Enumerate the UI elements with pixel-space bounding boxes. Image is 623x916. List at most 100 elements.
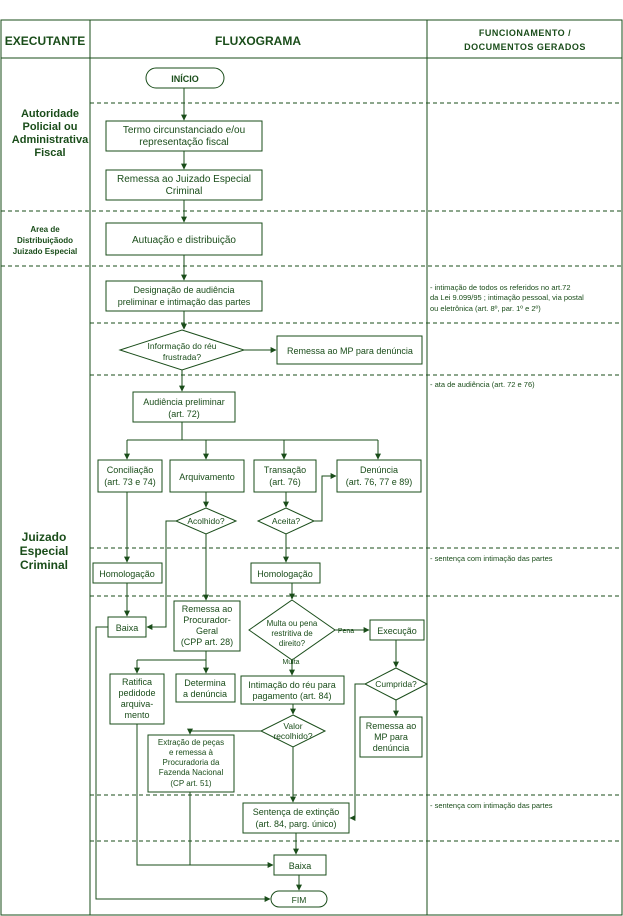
sentenca-label-2: (art. 84, parg. único) bbox=[255, 819, 336, 829]
remessa-procurador-label-4: (CPP art. 28) bbox=[181, 637, 233, 647]
ratifica-label-2: pedidode bbox=[118, 688, 155, 698]
remessa-procurador-node bbox=[173, 600, 241, 652]
note-sentenca-2: - sentença com intimação das partes bbox=[430, 801, 553, 810]
transacao-label-1: Transação bbox=[264, 465, 306, 475]
inicio-label: INÍCIO bbox=[171, 74, 199, 84]
homologacao-2-label: Homologação bbox=[257, 569, 313, 579]
remessa-procurador-label-2: Procurador- bbox=[183, 615, 231, 625]
remessa-procurador-label-3: Geral bbox=[196, 626, 218, 636]
note-intimacao-3: ou eletrônica (art. 8º, par. 1º e 2º) bbox=[430, 304, 541, 313]
actor-area-distribuicao: Area de Distribuiçãodo Juizado Especial bbox=[13, 225, 77, 256]
extracao-node bbox=[147, 734, 235, 793]
remessa-mp-2-label-1: Remessa ao bbox=[366, 721, 417, 731]
inicio-node bbox=[145, 67, 225, 89]
svg-text:Distribuiçãodo: Distribuiçãodo bbox=[17, 236, 73, 245]
multa-label-2: restritiva de bbox=[271, 629, 313, 638]
fim-node bbox=[270, 890, 328, 908]
connectors bbox=[95, 88, 399, 902]
extracao-label-1: Extração de peças bbox=[158, 738, 224, 747]
ratifica-node bbox=[109, 673, 165, 725]
extracao-label-4: Fazenda Nacional bbox=[159, 768, 224, 777]
execucao-node bbox=[369, 619, 425, 641]
conciliacao-node bbox=[97, 459, 163, 493]
svg-text:Especial: Especial bbox=[20, 544, 69, 558]
transacao-label-2: (art. 76) bbox=[269, 477, 301, 487]
remessa-mp-2-label-2: MP para bbox=[374, 732, 408, 742]
header-executante: EXECUTANTE bbox=[5, 34, 85, 48]
sentenca-node bbox=[242, 802, 350, 834]
ratifica-label-1: Ratifica bbox=[122, 677, 152, 687]
note-intimacao-2: da Lei 9.099/95 ; intimação pessoal, via… bbox=[430, 293, 584, 302]
remessa-mp-node bbox=[276, 335, 423, 365]
remessa-juizado-label-2: Criminal bbox=[166, 186, 203, 197]
baixa-2-node bbox=[273, 854, 327, 876]
pena-branch-label: Pena bbox=[338, 628, 354, 635]
multa-label-3: direito? bbox=[279, 639, 306, 648]
remessa-mp-2-node bbox=[359, 716, 423, 758]
termo-label-1: Termo circunstanciado e/ou bbox=[123, 125, 245, 136]
fim-label: FIM bbox=[292, 895, 307, 905]
intimacao-node bbox=[240, 675, 345, 705]
autuacao-node bbox=[105, 222, 263, 256]
denuncia-label-2: (art. 76, 77 e 89) bbox=[346, 477, 413, 487]
ratifica-label-3: arquiva- bbox=[121, 699, 154, 709]
arquivamento-node bbox=[169, 459, 245, 493]
intimacao-label-1: Intimação do réu para bbox=[248, 680, 336, 690]
actor-juizado: Juizado Especial Criminal bbox=[20, 530, 69, 572]
informacao-label-1: Informação do réu bbox=[148, 341, 217, 351]
remessa-procurador-label-1: Remessa ao bbox=[182, 604, 233, 614]
intimacao-label-2: pagamento (art. 84) bbox=[252, 691, 331, 701]
remessa-mp-label: Remessa ao MP para denúncia bbox=[287, 346, 413, 356]
svg-text:Fiscal: Fiscal bbox=[34, 147, 65, 159]
cumprida-label: Cumprida? bbox=[375, 679, 417, 689]
header-funcionamento-1: FUNCIONAMENTO / bbox=[479, 28, 571, 38]
termo-node bbox=[105, 120, 263, 152]
multa-branch-label: Multa bbox=[282, 659, 299, 666]
determina-node bbox=[175, 673, 236, 703]
acolhido-label: Acolhido? bbox=[187, 516, 225, 526]
svg-text:Juizado Especial: Juizado Especial bbox=[13, 247, 77, 256]
valor-label-2: recolhido? bbox=[273, 731, 312, 741]
denuncia-node bbox=[336, 459, 422, 493]
homologacao-2-node bbox=[250, 562, 321, 584]
remessa-juizado-label-1: Remessa ao Juizado Especial bbox=[117, 174, 251, 185]
autuacao-label: Autuação e distribuição bbox=[132, 235, 236, 246]
header-fluxograma: FLUXOGRAMA bbox=[215, 34, 301, 48]
baixa-1-label: Baixa bbox=[116, 623, 139, 633]
svg-text:Administrativa: Administrativa bbox=[12, 134, 89, 146]
note-ata: - ata de audiência (art. 72 e 76) bbox=[430, 380, 535, 389]
extracao-label-3: Procuradoria da bbox=[163, 758, 220, 767]
svg-text:Area de: Area de bbox=[30, 225, 60, 234]
extracao-label-5: (CP art. 51) bbox=[170, 779, 212, 788]
informacao-label-2: frustrada? bbox=[163, 352, 202, 362]
remessa-juizado-node bbox=[105, 169, 263, 201]
svg-text:Juizado: Juizado bbox=[22, 530, 67, 544]
determina-label-1: Determina bbox=[184, 678, 226, 688]
table-frame bbox=[0, 19, 623, 916]
baixa-2-label: Baixa bbox=[289, 861, 312, 871]
transacao-node bbox=[253, 459, 317, 493]
multa-label-1: Multa ou pena bbox=[267, 619, 318, 628]
determina-label-2: a denúncia bbox=[183, 689, 227, 699]
designacao-node bbox=[105, 280, 263, 312]
actor-autoridade: Autoridade Policial ou Administrativa Fi… bbox=[12, 108, 89, 159]
designacao-label-1: Designação de audiência bbox=[133, 285, 234, 295]
ratifica-label-4: mento bbox=[124, 710, 149, 720]
sentenca-label-1: Sentença de extinção bbox=[253, 807, 340, 817]
audiencia-label-2: (art. 72) bbox=[168, 409, 200, 419]
arquivamento-label: Arquivamento bbox=[179, 472, 235, 482]
execucao-label: Execução bbox=[377, 626, 417, 636]
extracao-label-2: e remessa à bbox=[169, 748, 214, 757]
audiencia-node bbox=[132, 391, 236, 423]
note-sentenca-1: - sentença com intimação das partes bbox=[430, 554, 553, 563]
svg-text:Policial ou: Policial ou bbox=[22, 121, 77, 133]
header-funcionamento-2: DOCUMENTOS GERADOS bbox=[464, 42, 586, 52]
termo-label-2: representação fiscal bbox=[139, 137, 229, 148]
conciliacao-label-1: Conciliação bbox=[107, 465, 154, 475]
homologacao-1-label: Homologação bbox=[99, 569, 155, 579]
section-dividers bbox=[1, 102, 622, 842]
svg-text:Autoridade: Autoridade bbox=[21, 108, 79, 120]
remessa-mp-2-label-3: denúncia bbox=[373, 743, 410, 753]
note-intimacao-1: - intimação de todos os referidos no art… bbox=[430, 283, 571, 292]
